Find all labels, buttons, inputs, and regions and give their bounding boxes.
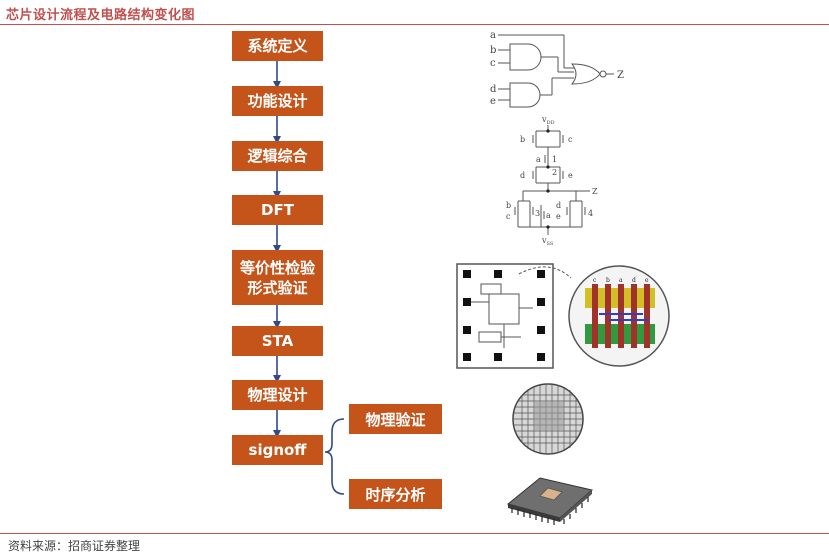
gate-input-a: a (490, 30, 496, 41)
step-physical-design: 物理设计 (232, 380, 323, 410)
gate-input-e: e (490, 96, 496, 107)
svg-text:3: 3 (535, 209, 540, 218)
top-divider (0, 24, 829, 25)
svg-text:1: 1 (552, 155, 557, 164)
step-system-definition: 系统定义 (232, 31, 323, 61)
svg-text:c: c (568, 135, 573, 144)
svg-text:b: b (520, 135, 525, 144)
wafer-image (512, 383, 584, 455)
step-sta: STA (232, 326, 323, 356)
gate-output-z: Z (617, 70, 624, 81)
step-logic-synthesis: 逻辑综合 (232, 141, 323, 171)
svg-text:e: e (568, 171, 573, 180)
svg-text:d: d (520, 171, 525, 180)
svg-text:e: e (645, 277, 649, 284)
svg-text:b: b (506, 201, 511, 210)
step-signoff: signoff (232, 435, 323, 465)
svg-text:vDD: vDD (541, 115, 555, 126)
svg-text:c: c (593, 277, 597, 284)
packaged-chip-image (506, 477, 594, 525)
figure-title: 芯片设计流程及电路结构变化图 (6, 8, 196, 23)
svg-text:e: e (556, 212, 561, 221)
svg-text:a: a (619, 277, 623, 284)
branch-physical-verification: 物理验证 (349, 404, 442, 434)
step-dft: DFT (232, 195, 323, 225)
svg-text:2: 2 (552, 168, 557, 177)
step-equivalence-formal-verification: 等价性检验 形式验证 (232, 250, 323, 305)
gate-input-c: c (490, 58, 496, 69)
svg-text:a: a (546, 211, 551, 220)
bottom-divider (0, 533, 829, 534)
svg-text:b: b (606, 277, 610, 284)
chip-layout-diagram: c b a d e (456, 263, 670, 369)
svg-text:a: a (536, 155, 541, 164)
svg-text:d: d (556, 201, 561, 210)
branch-brace (324, 418, 345, 495)
step-function-design: 功能设计 (232, 86, 323, 116)
svg-text:d: d (632, 277, 636, 284)
transistor-circuit-diagram: vDD b c a 1 d 2 e Z b c a 3 d e 4 vSS (506, 115, 598, 247)
svg-text:c: c (506, 212, 511, 221)
source-note: 资料来源：招商证券整理 (8, 539, 141, 553)
gate-input-b: b (490, 45, 496, 56)
svg-text:4: 4 (588, 209, 593, 218)
logic-gate-diagram: a b c d e Z (490, 30, 624, 108)
svg-text:vSS: vSS (541, 236, 554, 247)
circuit-output-z: Z (592, 187, 598, 196)
gate-input-d: d (490, 84, 497, 95)
branch-timing-analysis: 时序分析 (349, 479, 442, 509)
